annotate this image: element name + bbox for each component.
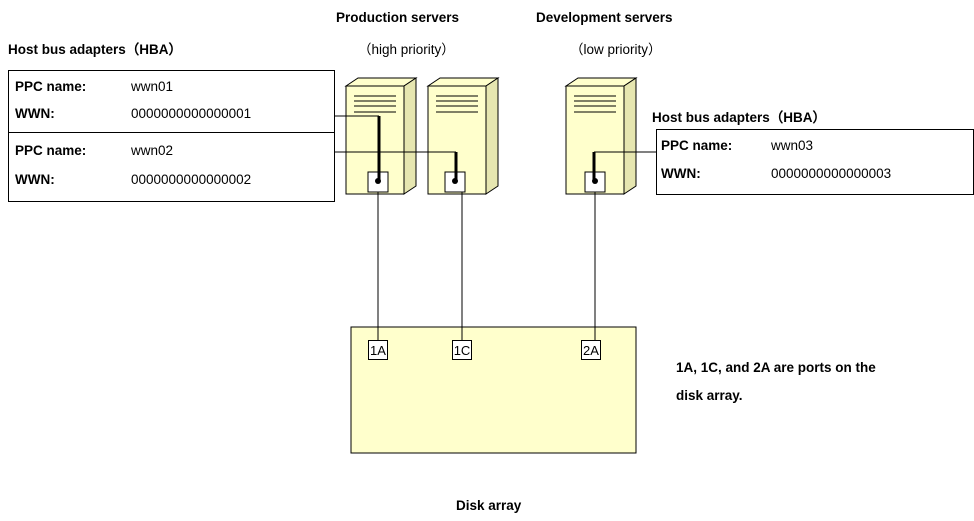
- hba-wwn02-wwn-value: 0000000000000002: [131, 172, 252, 187]
- port-1A: 1A: [368, 340, 388, 360]
- development-servers-title: Development servers: [536, 10, 673, 25]
- production-server-2-icon: [426, 77, 500, 195]
- ports-note-line2: disk array.: [676, 388, 743, 403]
- hba-wwn01-ppc-label: PPC name:: [15, 79, 87, 94]
- hba-wwn03-ppc-label: PPC name:: [661, 138, 733, 153]
- hba-right-title: Host bus adapters（HBA）: [652, 110, 827, 125]
- production-servers-priority: （high priority）: [358, 42, 455, 57]
- hba-wwn03-wwn-label: WWN:: [661, 166, 701, 181]
- hba-left-divider: [9, 132, 334, 133]
- hba-wwn02-wwn-label: WWN:: [15, 172, 55, 187]
- hba-wwn02-ppc-value: wwn02: [131, 143, 174, 158]
- hba-wwn01-wwn-value: 0000000000000001: [131, 106, 252, 121]
- production-servers-title: Production servers: [336, 10, 460, 25]
- port-1C: 1C: [452, 340, 472, 360]
- port-2A: 2A: [581, 340, 601, 360]
- hba-wwn03-wwn-value: 0000000000000003: [771, 166, 892, 181]
- hba-wwn03-ppc-value: wwn03: [771, 138, 814, 153]
- hba-wwn01-ppc-value: wwn01: [131, 79, 174, 94]
- hba-left-title: Host bus adapters（HBA）: [8, 42, 183, 57]
- hba-left-box: PPC name: wwn01 WWN: 0000000000000001 PP…: [8, 70, 335, 202]
- disk-array-label: Disk array: [456, 498, 522, 513]
- hba-wwn01-wwn-label: WWN:: [15, 106, 55, 121]
- development-servers-priority: （low priority）: [570, 42, 662, 57]
- hba-right-box: PPC name: wwn03 WWN: 0000000000000003: [656, 129, 974, 195]
- ports-note-line1: 1A, 1C, and 2A are ports on the: [676, 360, 876, 375]
- hba-wwn02-ppc-label: PPC name:: [15, 143, 87, 158]
